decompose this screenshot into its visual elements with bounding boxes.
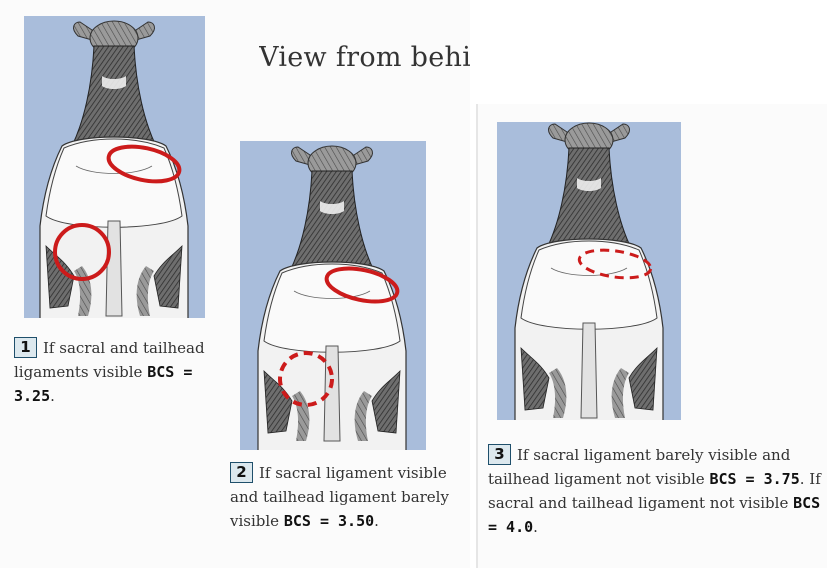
caption-end: . (50, 387, 55, 405)
caption-1: 1If sacral and tailhead ligaments visibl… (14, 336, 229, 408)
caption-end: . (533, 518, 538, 536)
caption-end: . (374, 512, 379, 530)
bcs-value: BCS = 3.75 (709, 470, 799, 488)
panel-number-badge: 1 (14, 337, 37, 358)
cow-illustration-2 (240, 141, 426, 450)
panel-number-badge: 2 (230, 462, 253, 483)
bcs-value: BCS = 3.50 (284, 512, 374, 530)
cow-illustration-3 (497, 122, 681, 420)
cow-illustration-1 (24, 16, 205, 318)
panel-number-badge: 3 (488, 444, 511, 465)
caption-3: 3If sacral ligament barely visible and t… (488, 443, 824, 539)
caption-2: 2If sacral ligament visible and tailhead… (230, 461, 470, 533)
section-heading: View from behi (259, 42, 470, 78)
